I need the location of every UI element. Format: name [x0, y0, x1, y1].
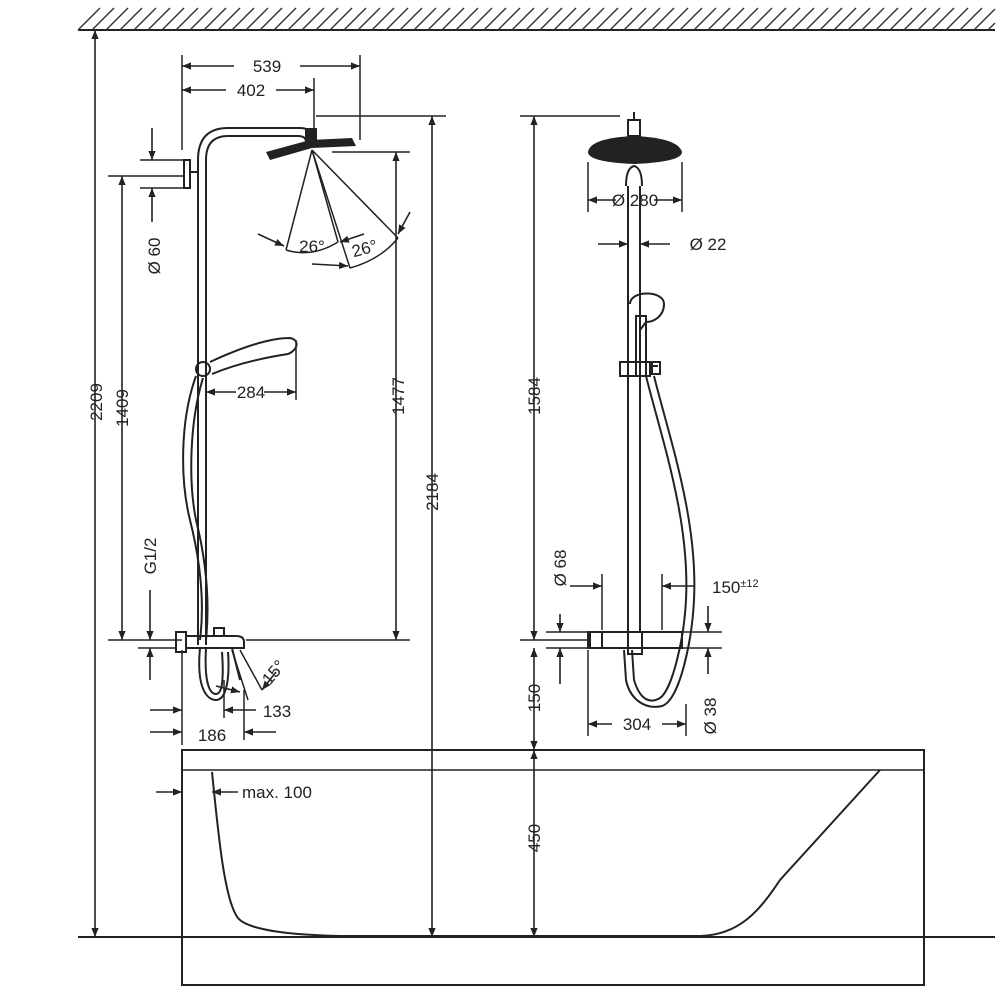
- dim-284-label: 284: [237, 383, 265, 402]
- hatch-line: [77, 7, 101, 31]
- hatch-line: [553, 7, 577, 31]
- hatch-line: [763, 7, 787, 31]
- angle-15-label: 15°: [258, 657, 289, 689]
- dim-133-label: 133: [263, 702, 291, 721]
- hatch-line: [791, 7, 815, 31]
- hatch-line: [637, 7, 661, 31]
- hatch-line: [917, 7, 941, 31]
- dim-dia60-label: Ø 60: [145, 238, 164, 275]
- hatch-line: [315, 7, 339, 31]
- hatch-line: [679, 7, 703, 31]
- hatch-line: [175, 7, 199, 31]
- dim-304-label: 304: [623, 715, 651, 734]
- hatch-line: [301, 7, 325, 31]
- hatch-line: [721, 7, 745, 31]
- hatch-line: [413, 7, 437, 31]
- hatch-line: [735, 7, 759, 31]
- hatch-line: [259, 7, 283, 31]
- hatch-line: [987, 22, 996, 31]
- hatch-line: [595, 7, 619, 31]
- hatch-line: [707, 7, 731, 31]
- hatch-line: [133, 7, 157, 31]
- hatch-line: [945, 7, 969, 31]
- hatch-line: [231, 7, 255, 31]
- hatch-line: [749, 7, 773, 31]
- hatch-line: [819, 7, 843, 31]
- dim-150-label: 150: [525, 684, 544, 712]
- hatch-line: [371, 7, 395, 31]
- hatch-line: [833, 7, 857, 31]
- left-dimension-lines: [91, 30, 446, 937]
- hatch-line: [539, 7, 563, 31]
- right-dimension-lines: [520, 115, 722, 937]
- hatch-line: [455, 7, 479, 31]
- dim-1477-label: 1477: [389, 377, 408, 415]
- hatch-line: [847, 7, 871, 31]
- hatch-line: [189, 7, 213, 31]
- hatch-line: [623, 7, 647, 31]
- hatch-line: [147, 7, 171, 31]
- hatch-line: [693, 7, 717, 31]
- tolerance-12: ±12: [740, 578, 758, 590]
- hatch-line: [385, 7, 409, 31]
- hatch-line: [609, 7, 633, 31]
- dim-186-label: 186: [198, 726, 226, 745]
- angle-26-left-label: 26°: [299, 237, 325, 256]
- dim-2184-label: 2184: [423, 473, 442, 511]
- dim-402-label: 402: [237, 81, 265, 100]
- hatch-line: [329, 7, 353, 31]
- hatch-line: [511, 7, 535, 31]
- shower-column-side-view: [175, 127, 399, 702]
- dim-150-tolerance-label: 150±12: [712, 578, 759, 597]
- hatch-line: [287, 7, 311, 31]
- bathtub: [181, 749, 925, 986]
- hatch-line: [497, 7, 521, 31]
- dim-dia22-label: Ø 22: [690, 235, 727, 254]
- ceiling-hatch: [77, 7, 996, 31]
- hatch-line: [525, 7, 549, 31]
- hatch-line: [903, 7, 927, 31]
- dim-dia68-label: Ø 68: [551, 550, 570, 587]
- hatch-line: [889, 7, 913, 31]
- hatch-line: [273, 7, 297, 31]
- dim-dia38-label: Ø 38: [701, 698, 720, 735]
- hatch-line: [665, 7, 689, 31]
- dim-450-label: 450: [525, 824, 544, 852]
- hatch-line: [567, 7, 591, 31]
- hatch-line: [875, 7, 899, 31]
- hatch-line: [91, 7, 115, 31]
- hatch-line: [441, 7, 465, 31]
- dim-2209-label: 2209: [87, 383, 106, 421]
- max-100-label: max. 100: [242, 783, 312, 802]
- hatch-line: [245, 7, 269, 31]
- hatch-line: [427, 7, 451, 31]
- hatch-line: [343, 7, 367, 31]
- hatch-line: [861, 7, 885, 31]
- dim-539-label: 539: [253, 57, 281, 76]
- thread-g12-label: G1/2: [141, 538, 160, 575]
- hatch-line: [399, 7, 423, 31]
- hatch-line: [203, 7, 227, 31]
- hatch-line: [581, 7, 605, 31]
- dim-150-value: 150: [712, 578, 740, 597]
- dim-1409-label: 1409: [113, 389, 132, 427]
- dim-1584-label: 1584: [525, 377, 544, 415]
- hatch-line: [959, 7, 983, 31]
- hatch-line: [777, 7, 801, 31]
- hatch-line: [973, 8, 996, 31]
- hatch-line: [217, 7, 241, 31]
- hatch-line: [469, 7, 493, 31]
- hatch-line: [651, 7, 675, 31]
- hatch-line: [105, 7, 129, 31]
- hatch-line: [483, 7, 507, 31]
- hatch-line: [161, 7, 185, 31]
- hatch-line: [357, 7, 381, 31]
- shower-column-front-view: [587, 112, 696, 708]
- hatch-line: [805, 7, 829, 31]
- hatch-line: [931, 7, 955, 31]
- dim-dia280-label: Ø 280: [612, 191, 658, 210]
- hatch-line: [119, 7, 143, 31]
